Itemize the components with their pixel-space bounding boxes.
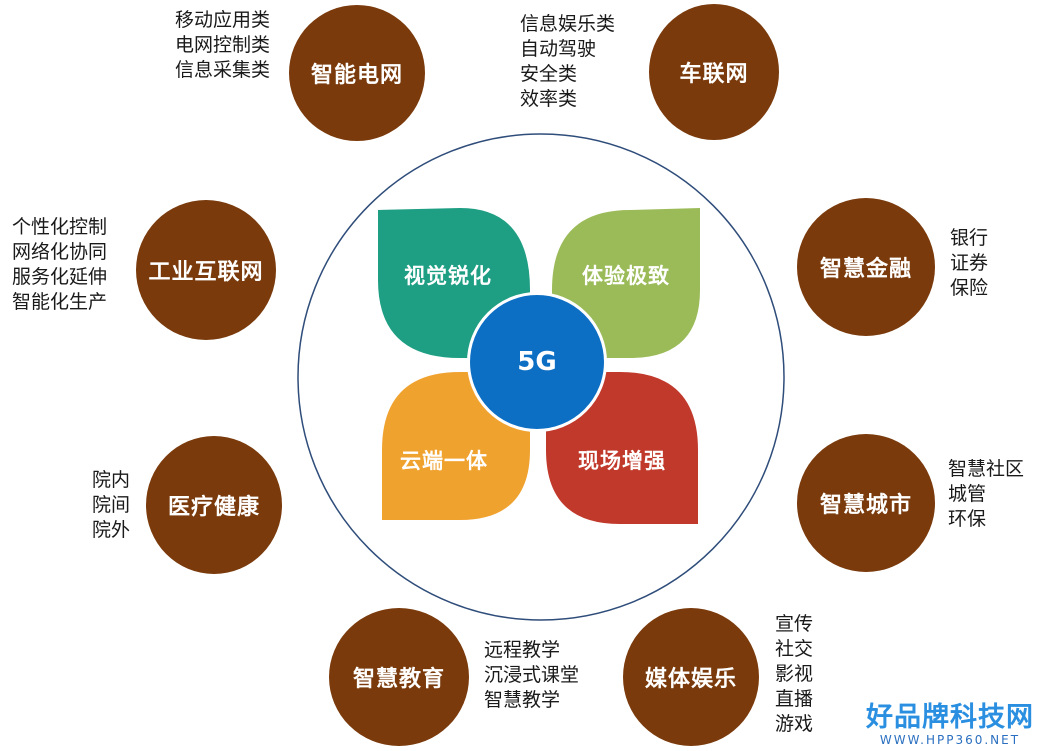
desc-item: 保险: [950, 277, 989, 299]
node-label: 车联网: [679, 62, 749, 87]
desc-item: 自动驾驶: [520, 38, 597, 60]
desc-item: 智慧教学: [484, 689, 561, 711]
desc-smart-grid: 移动应用类 电网控制类 信息采集类: [175, 8, 270, 83]
desc-item: 智慧社区: [948, 458, 1025, 480]
desc-item: 信息采集类: [174, 59, 270, 81]
node-connected-vehicles: 车联网: [649, 4, 779, 140]
core-5g-circle: 5G: [467, 292, 607, 432]
desc-medical-health: 院内 院间 院外: [92, 468, 130, 543]
desc-item: 电网控制类: [174, 34, 270, 56]
desc-item: 直播: [775, 688, 814, 710]
watermark-title-b: 科技网: [950, 702, 1034, 733]
desc-item: 远程教学: [484, 639, 561, 661]
desc-item: 证券: [950, 252, 989, 274]
desc-item: 服务化延伸: [12, 266, 108, 288]
node-label: 智慧城市: [819, 493, 912, 518]
desc-item: 智能化生产: [12, 291, 108, 313]
petal-label-experience: 体验极致: [582, 264, 670, 288]
desc-item: 影视: [775, 663, 814, 685]
desc-item: 信息娱乐类: [520, 13, 616, 35]
node-label: 智慧金融: [819, 257, 912, 282]
node-media-entertainment: 媒体娱乐: [623, 608, 759, 746]
node-label: 智能电网: [310, 63, 403, 88]
node-label: 智慧教育: [352, 667, 445, 692]
desc-item: 环保: [948, 508, 987, 530]
desc-smart-finance: 银行 证券 保险: [950, 226, 988, 301]
desc-item: 个性化控制: [12, 216, 108, 238]
desc-connected-vehicles: 信息娱乐类 自动驾驶 安全类 效率类: [520, 12, 615, 112]
node-label: 媒体娱乐: [644, 667, 737, 692]
desc-item: 社交: [775, 638, 814, 660]
node-industrial-internet: 工业互联网: [136, 200, 276, 340]
desc-item: 游戏: [775, 713, 814, 735]
desc-item: 银行: [950, 227, 989, 249]
watermark-title: 好品牌科技网: [866, 703, 1034, 733]
desc-industrial-internet: 个性化控制 网络化协同 服务化延伸 智能化生产: [12, 215, 107, 315]
watermark-url: WWW.HPP360.NET: [879, 733, 1021, 747]
node-smart-city: 智慧城市: [797, 434, 935, 572]
desc-item: 安全类: [520, 63, 578, 85]
desc-smart-city: 智慧社区 城管 环保: [948, 457, 1024, 532]
node-label: 医疗健康: [167, 495, 260, 520]
node-medical-health: 医疗健康: [146, 436, 282, 574]
desc-item: 沉浸式课堂: [484, 664, 580, 686]
outer-ring-circle: [297, 133, 785, 621]
desc-item: 宣传: [775, 613, 814, 635]
desc-item: 院间: [92, 494, 131, 516]
petal-label-cloud: 云端一体: [400, 449, 488, 473]
desc-item: 效率类: [520, 88, 578, 110]
petal-label-onsite: 现场增强: [578, 449, 666, 473]
watermark-title-a: 好品牌: [866, 702, 950, 733]
desc-item: 城管: [948, 483, 987, 505]
node-label: 工业互联网: [148, 260, 264, 285]
desc-smart-education: 远程教学 沉浸式课堂 智慧教学: [484, 638, 579, 713]
watermark: 好品牌科技网 WWW.HPP360.NET: [866, 703, 1034, 748]
desc-media-entertainment: 宣传 社交 影视 直播 游戏: [775, 612, 813, 737]
node-smart-finance: 智慧金融: [797, 198, 935, 336]
petal-label-visual: 视觉锐化: [404, 264, 492, 288]
core-label: 5G: [517, 347, 557, 377]
node-smart-education: 智慧教育: [329, 608, 469, 746]
desc-item: 院内: [92, 469, 131, 491]
desc-item: 移动应用类: [174, 9, 270, 31]
desc-item: 网络化协同: [12, 241, 108, 263]
desc-item: 院外: [92, 519, 131, 541]
node-smart-grid: 智能电网: [289, 5, 425, 141]
